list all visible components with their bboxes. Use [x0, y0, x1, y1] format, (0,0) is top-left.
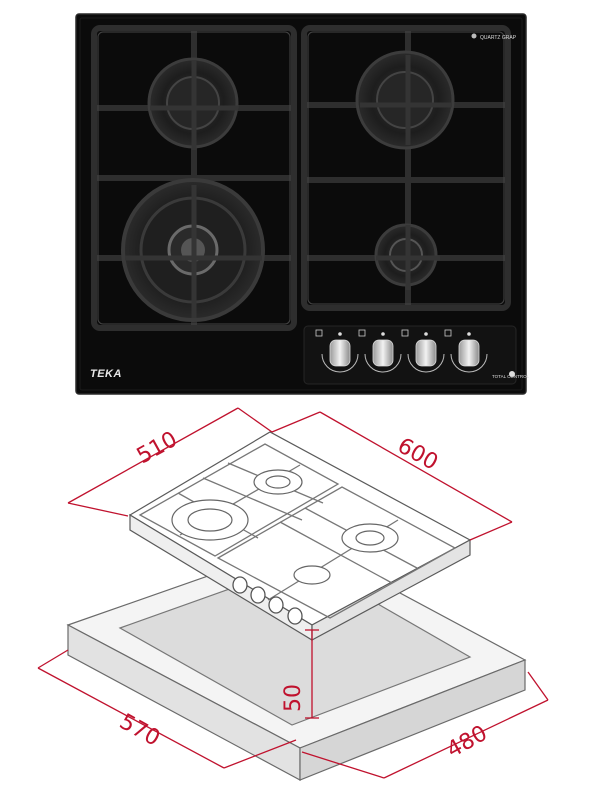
- flame-scale-arc: [364, 353, 402, 373]
- knobs-drawing: [232, 576, 303, 625]
- flame-scale-arc: [321, 353, 359, 373]
- knob-icon[interactable]: [329, 339, 351, 367]
- knob-row: [315, 329, 488, 373]
- control-knob[interactable]: [444, 329, 488, 373]
- dim-cutout-width-label: 570: [115, 709, 164, 751]
- flame-scale-arc: [450, 353, 488, 373]
- dim-height-label: 50: [281, 684, 306, 712]
- badge-top-text: QUARTZ GRAP: [480, 35, 517, 41]
- control-knob[interactable]: [358, 329, 402, 373]
- indicator-dot: [381, 332, 385, 336]
- knob-icon[interactable]: [458, 339, 480, 367]
- burner-position-icon: [444, 329, 452, 337]
- indicator-dot: [467, 332, 471, 336]
- burner-position-icon: [358, 329, 366, 337]
- burner-rear-right: [355, 50, 455, 150]
- burner-position-icon: [315, 329, 323, 337]
- dimension-lines: [37, 407, 549, 779]
- hob-drawing: [128, 431, 472, 642]
- dim-cutout-depth-label: 480: [443, 721, 492, 763]
- technical-drawing: 510 600 50 570 480: [37, 407, 549, 782]
- knob-icon[interactable]: [415, 339, 437, 367]
- flame-scale-arc: [407, 353, 445, 373]
- countertop: [66, 541, 527, 782]
- indicator-dot: [424, 332, 428, 336]
- dim-depth-label: 600: [393, 433, 442, 475]
- control-knob[interactable]: [401, 329, 445, 373]
- burners-drawing: [171, 469, 399, 585]
- knob-icon[interactable]: [372, 339, 394, 367]
- hob-photo: QUARTZ GRAP TEKA TOTAL CONTROL: [75, 13, 530, 395]
- indicator-dot: [338, 332, 342, 336]
- control-knob[interactable]: [315, 329, 359, 373]
- brand-logo: TEKA: [90, 368, 122, 380]
- quartz-badge: QUARTZ GRAP: [471, 33, 517, 41]
- burner-position-icon: [401, 329, 409, 337]
